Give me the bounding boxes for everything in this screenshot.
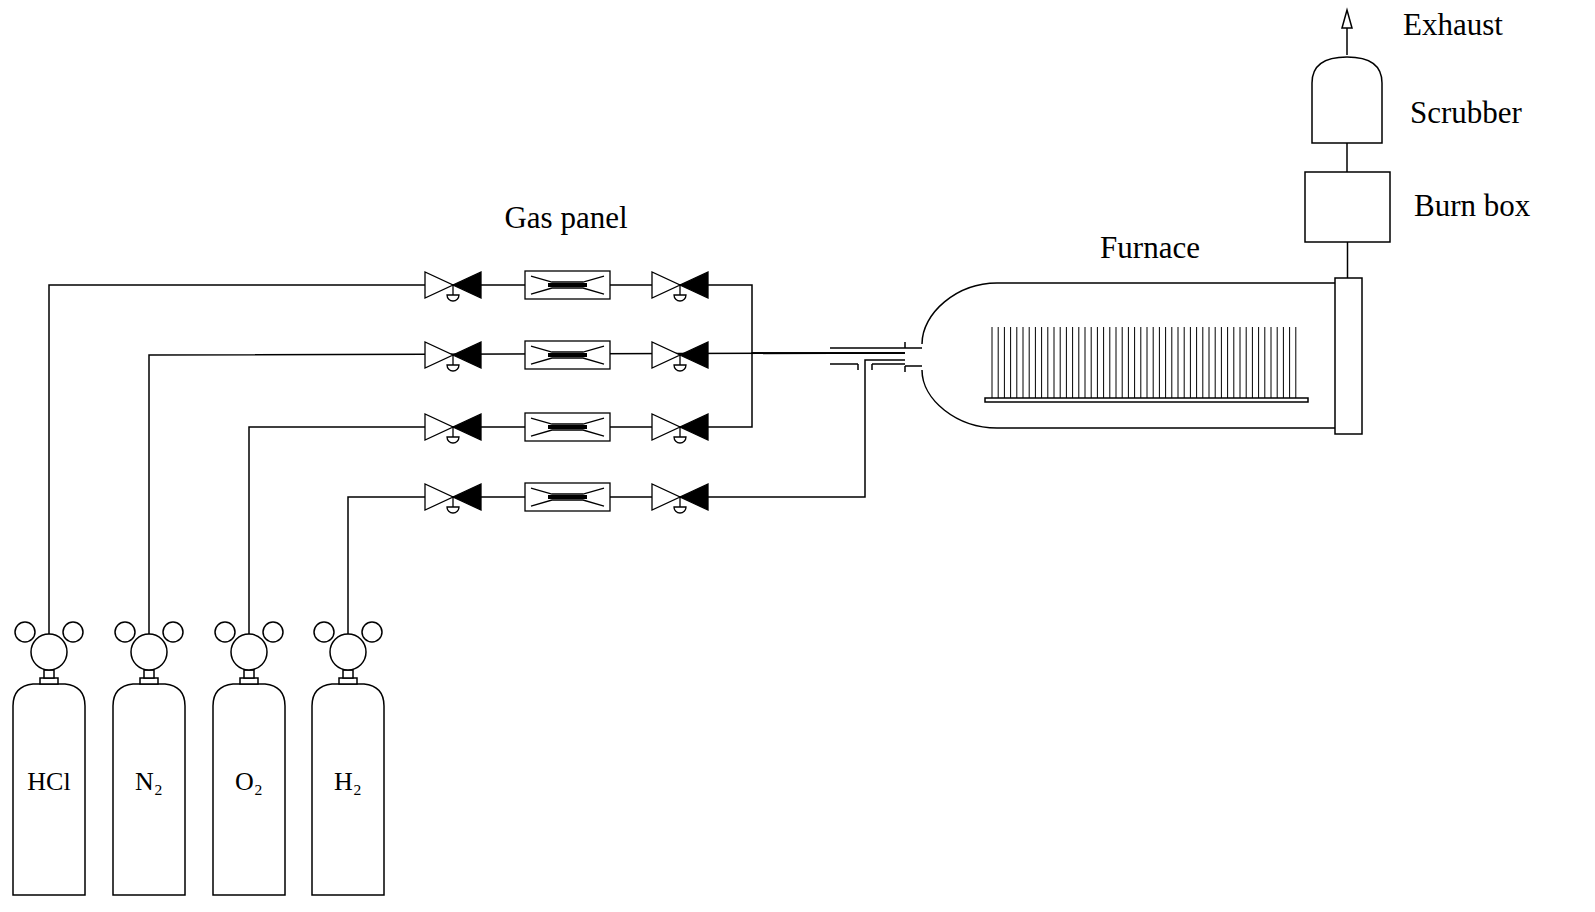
equipment-label: Burn box bbox=[1414, 188, 1530, 224]
furnace-tube: Furnace bbox=[905, 278, 1362, 434]
gas-cylinder-outline bbox=[312, 634, 384, 895]
exhaust-arrow bbox=[1342, 10, 1352, 55]
gas-name: N₂ bbox=[135, 767, 163, 797]
gas-cylinder: H₂ bbox=[312, 634, 384, 895]
gas-line bbox=[249, 353, 905, 634]
equipment-label: Furnace bbox=[1100, 230, 1200, 266]
valve-symbol bbox=[652, 342, 708, 371]
exhaust-label: Exhaust bbox=[1403, 7, 1503, 43]
mass-flow-controller bbox=[525, 341, 610, 369]
valve-symbol bbox=[652, 414, 708, 443]
scrubber-vessel: Scrubber bbox=[1312, 55, 1382, 143]
burn-box-outline bbox=[1305, 172, 1390, 242]
gas-cylinder: HCl bbox=[13, 634, 85, 895]
panel-label: Gas panel bbox=[504, 200, 627, 236]
gas-line bbox=[149, 353, 905, 634]
wafer-stack bbox=[992, 327, 1296, 398]
equipment-label: Scrubber bbox=[1410, 95, 1522, 131]
valve-symbol bbox=[425, 272, 481, 301]
mass-flow-controller bbox=[525, 483, 610, 511]
valve-symbol bbox=[425, 342, 481, 371]
mass-flow-controller bbox=[525, 413, 610, 441]
gas-line bbox=[1347, 242, 1349, 278]
valve-symbol bbox=[652, 484, 708, 513]
gas-line bbox=[1346, 143, 1348, 172]
gas-name: HCl bbox=[27, 767, 70, 797]
valve-symbol bbox=[425, 484, 481, 513]
gas-panel-valves bbox=[425, 271, 708, 513]
valve-symbol bbox=[652, 272, 708, 301]
inlet-fitting bbox=[830, 348, 905, 370]
gas-cylinder-outline bbox=[113, 634, 185, 895]
gas-line bbox=[49, 285, 905, 634]
burn-box: Burn box bbox=[1305, 172, 1390, 242]
gas-cylinder-outline bbox=[213, 634, 285, 895]
scrubber-vessel-outline bbox=[1312, 55, 1382, 143]
gas-cylinder: N₂ bbox=[113, 634, 185, 895]
gas-cylinder: O₂ bbox=[213, 634, 285, 895]
gas-name: O₂ bbox=[235, 767, 263, 797]
mass-flow-controller bbox=[525, 271, 610, 299]
gas-name: H₂ bbox=[334, 767, 362, 797]
gas-cylinder-outline bbox=[13, 634, 85, 895]
gas-line bbox=[348, 360, 905, 634]
furnace-tube-outline bbox=[905, 278, 1362, 434]
valve-symbol bbox=[425, 414, 481, 443]
